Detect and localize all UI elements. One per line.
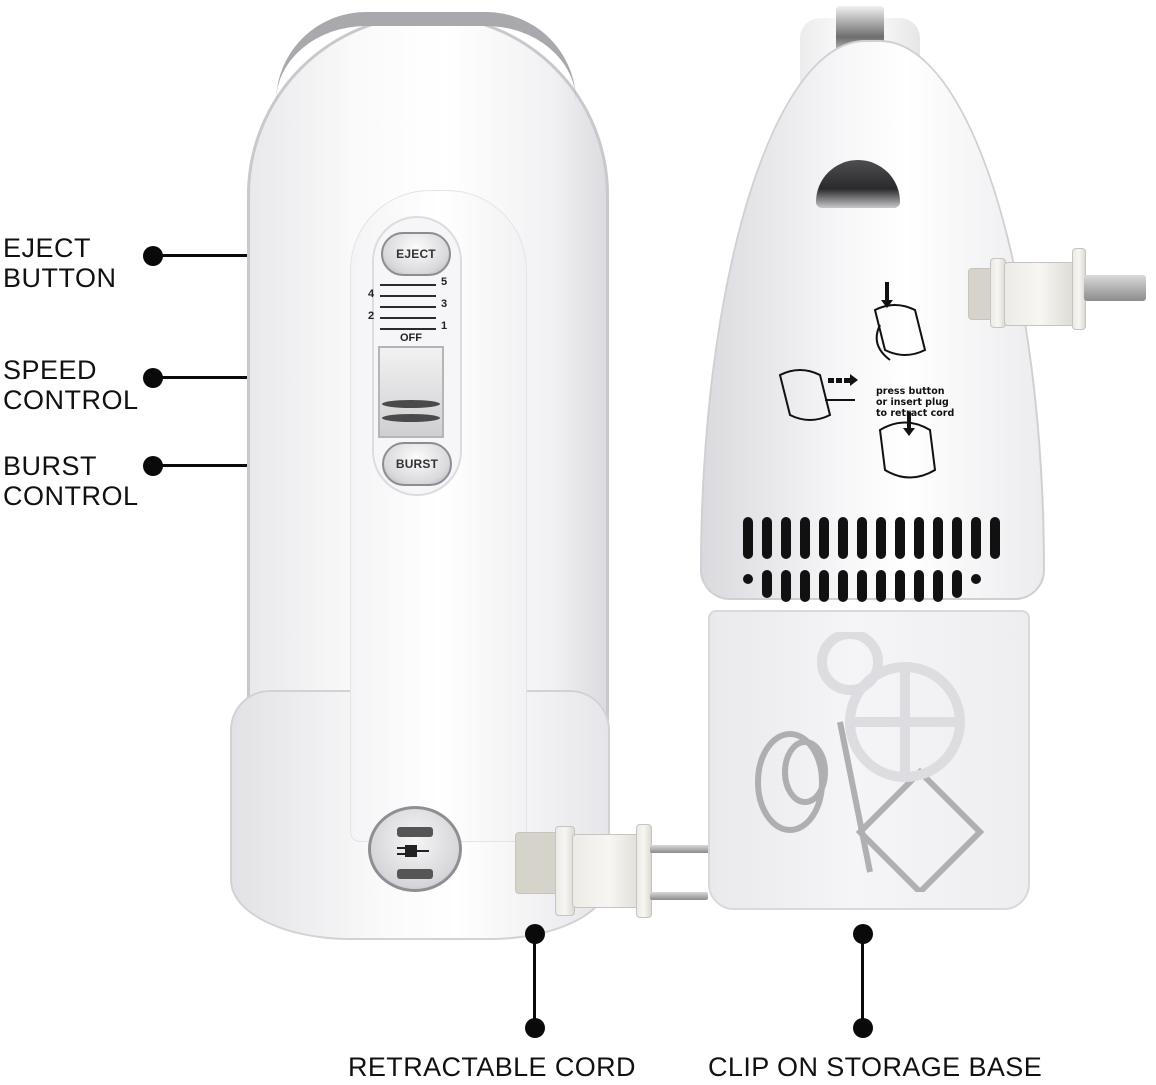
plug-prong <box>650 892 708 900</box>
callout-line: CONTROL <box>3 385 139 415</box>
instruction-line: press button <box>876 386 945 397</box>
speed-number: 2 <box>368 310 375 322</box>
plug-prong <box>1084 275 1146 301</box>
instruction-line: or insert plug <box>876 397 949 408</box>
cord-instruction-illustrations <box>778 282 937 479</box>
callout-eject-label: EJECT BUTTON <box>3 233 117 293</box>
callout-leader-line <box>533 934 536 1026</box>
instruction-line: to retract cord <box>876 408 955 419</box>
callout-dot <box>525 1018 545 1038</box>
callout-line: BURST <box>3 451 98 481</box>
air-vents <box>735 512 1005 602</box>
retractable-cord-label: RETRACTABLE CORD <box>348 1052 636 1082</box>
plug-prong <box>650 845 710 853</box>
callout-speed-label: SPEED CONTROL <box>3 355 139 415</box>
speed-number: 5 <box>441 276 448 288</box>
plug-head <box>1004 262 1076 326</box>
chrome-top-band <box>276 12 576 102</box>
speed-mark <box>380 317 436 319</box>
speed-number: 3 <box>441 298 448 310</box>
slider-grip <box>382 400 440 408</box>
plug-icon <box>397 845 429 857</box>
plug-head <box>572 834 646 908</box>
speed-mark <box>380 295 436 297</box>
speed-slider <box>378 346 444 438</box>
callout-burst-label: BURST CONTROL <box>3 451 139 511</box>
callout-line: EJECT <box>3 233 92 263</box>
speed-mark <box>380 328 436 330</box>
beaters-and-hooks <box>755 632 985 892</box>
speed-number: 4 <box>368 288 375 300</box>
retract-cord-instructions: press button or insert plug to retract c… <box>876 386 954 419</box>
speed-mark <box>380 306 436 308</box>
cord-socket <box>368 806 462 892</box>
callout-leader-line <box>861 934 864 1026</box>
slider-grip <box>382 414 440 422</box>
eject-button: EJECT <box>381 232 451 276</box>
speed-number: 1 <box>441 320 448 332</box>
storage-base-label: CLIP ON STORAGE BASE <box>708 1052 1043 1082</box>
callout-line: BUTTON <box>3 263 117 293</box>
socket-slot <box>397 827 433 837</box>
speed-off-label: OFF <box>400 332 422 344</box>
storage-base <box>708 610 1030 910</box>
callout-dot <box>853 1018 873 1038</box>
callout-line: CONTROL <box>3 481 139 511</box>
burst-button: BURST <box>382 442 452 486</box>
socket-slot <box>397 869 433 879</box>
plug-flange <box>636 824 652 918</box>
callout-line: SPEED <box>3 355 98 385</box>
cord-reel <box>515 832 559 894</box>
speed-mark <box>380 284 436 286</box>
